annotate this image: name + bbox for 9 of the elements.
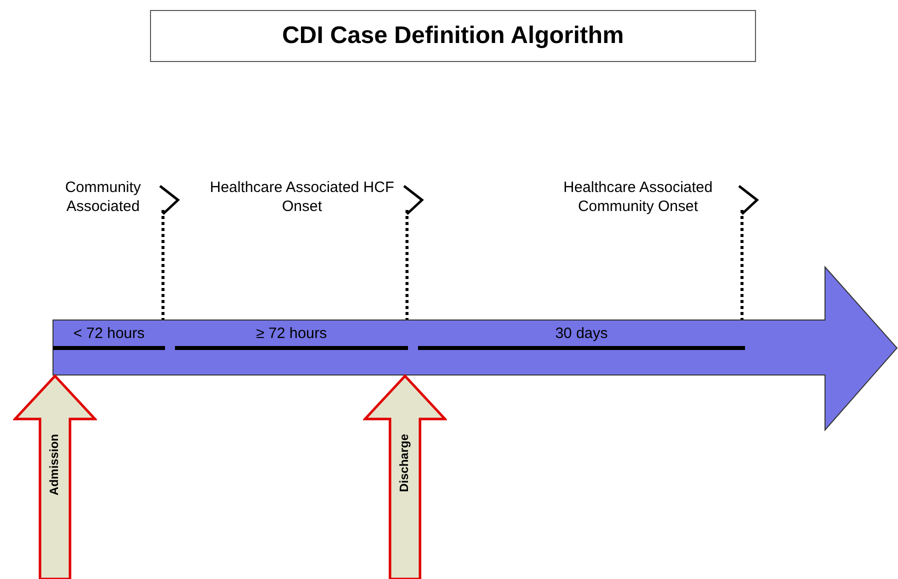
arrow-label: Admission [47,434,61,496]
category-label: Healthcare Associated HCF Onset [208,178,396,216]
title: CDI Case Definition Algorithm [150,10,756,62]
category-label: Community Associated [64,178,142,216]
duration-label: 30 days [554,325,609,342]
duration-label: < 72 hours [72,325,146,342]
category-label: Healthcare Associated Community Onset [562,178,714,216]
arrow-label: Discharge [397,434,411,492]
duration-label: ≥ 72 hours [255,325,328,342]
